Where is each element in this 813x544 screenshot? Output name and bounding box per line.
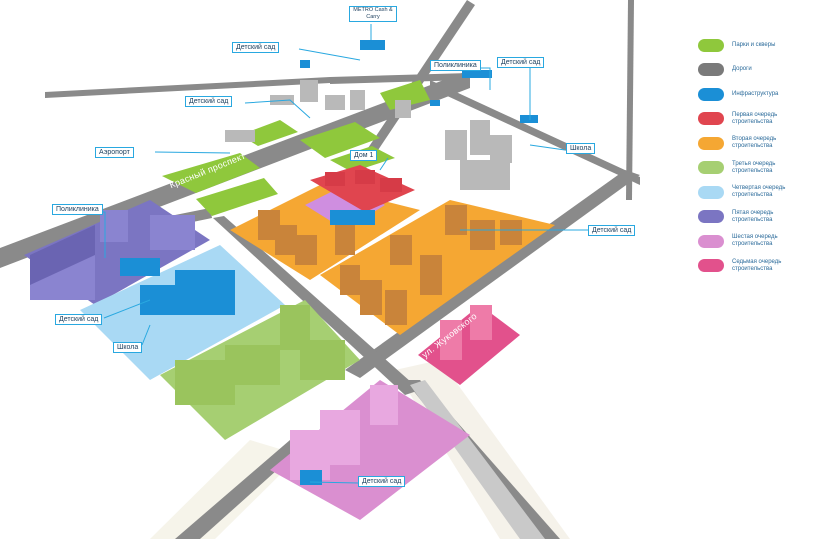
road-right-vertical <box>626 0 634 200</box>
first-phase-buildings <box>325 170 402 192</box>
tag-kindergarten-left[interactable]: Детский сад <box>55 314 103 325</box>
tag-school-right-label: Школа <box>570 145 592 152</box>
tag-house-1-label: Дом 1 <box>354 152 374 159</box>
third-phase-buildings <box>175 305 345 405</box>
tag-polyclinic-left[interactable]: Поликлиника <box>52 204 103 215</box>
tag-house-1[interactable]: Дом 1 <box>350 150 378 161</box>
tag-kindergarten-right-label: Детский сад <box>592 227 632 234</box>
tag-kindergarten-top-label: Детский сад <box>236 44 276 51</box>
tag-kindergarten-right-top[interactable]: Детский сад <box>497 57 545 68</box>
legend-swatch <box>698 234 724 248</box>
legend-item: Первая очередь строительства <box>698 107 810 132</box>
tag-kindergarten-bottom[interactable]: Детский сад <box>358 476 406 487</box>
second-phase-buildings <box>258 205 522 325</box>
tag-kindergarten-top[interactable]: Детский сад <box>232 42 280 53</box>
legend-label: Пятая очередь строительства <box>732 209 774 223</box>
tag-kindergarten-right-top-label: Детский сад <box>501 59 541 66</box>
legend-label: Вторая очередь строительства <box>732 136 777 150</box>
parks <box>162 80 430 216</box>
legend-swatch <box>698 136 724 150</box>
tag-airport-label: Аэропорт <box>99 149 130 156</box>
legend-swatch <box>698 87 724 101</box>
legend-swatch <box>698 112 724 126</box>
legend-item: Шестая очередь строительства <box>698 229 810 254</box>
legend-item: Парки и скверы <box>698 33 810 58</box>
legend-swatch <box>698 210 724 224</box>
legend-swatch <box>698 185 724 199</box>
zone-seventh-phase <box>418 305 520 385</box>
tag-airport[interactable]: Аэропорт <box>95 147 134 158</box>
tag-kindergarten-mid[interactable]: Детский сад <box>185 96 233 107</box>
infrastructure-gray-buildings <box>225 80 512 190</box>
tag-school-right[interactable]: Школа <box>566 143 596 154</box>
road-south-west <box>175 440 305 539</box>
infrastructure-buildings <box>120 40 538 485</box>
legend-item: Дороги <box>698 58 810 83</box>
tag-kindergarten-mid-label: Детский сад <box>189 98 229 105</box>
tag-school-left-label: Школа <box>117 344 139 351</box>
legend-swatch <box>698 259 724 273</box>
legend-item: Седьмая очередь строительства <box>698 254 810 279</box>
legend-swatch <box>698 63 724 77</box>
seventh-phase-buildings <box>440 305 492 360</box>
tag-polyclinic-left-label: Поликлиника <box>56 206 99 213</box>
legend-label: Седьмая очередь строительства <box>732 258 782 272</box>
road-top-right <box>330 73 470 84</box>
tag-kindergarten-bottom-label: Детский сад <box>362 478 402 485</box>
legend-item: Третья очередь строительства <box>698 156 810 181</box>
legend-label: Первая очередь строительства <box>732 111 778 125</box>
legend-label: Шестая очередь строительства <box>732 234 778 248</box>
road-cross-south <box>213 216 420 395</box>
road-east <box>430 80 640 185</box>
legend-item: Пятая очередь строительства <box>698 205 810 230</box>
legend-swatch <box>698 38 724 52</box>
legend-label: Парки и скверы <box>732 41 776 48</box>
legend-label: Инфраструктура <box>732 90 779 97</box>
tag-polyclinic-top[interactable]: Поликлиника <box>430 60 481 71</box>
legend-item: Четвертая очередь строительства <box>698 180 810 205</box>
legend-label: Четвертая очередь строительства <box>732 185 786 199</box>
legend-item: Инфраструктура <box>698 82 810 107</box>
legend-swatch <box>698 161 724 175</box>
legend-label: Дороги <box>732 66 752 73</box>
tag-metro[interactable]: METRO Cash & Carry <box>349 6 397 22</box>
tag-school-left[interactable]: Школа <box>113 342 143 353</box>
tag-polyclinic-top-label: Поликлиника <box>434 62 477 69</box>
tag-kindergarten-right[interactable]: Детский сад <box>588 225 636 236</box>
legend-item: Вторая очередь строительства <box>698 131 810 156</box>
road-top-left <box>45 77 330 98</box>
legend-label: Третья очередь строительства <box>732 160 776 174</box>
tag-metro-label: METRO Cash & Carry <box>353 7 393 20</box>
tag-kindergarten-left-label: Детский сад <box>59 316 99 323</box>
road-zhukovsky <box>345 170 640 378</box>
